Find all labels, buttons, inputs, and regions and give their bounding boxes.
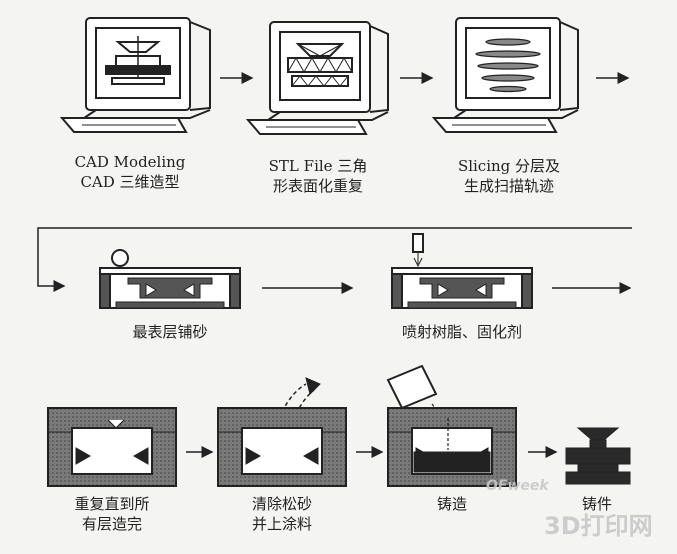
final-part-icon (565, 427, 631, 485)
monitor-stl-icon (245, 21, 389, 135)
mould-complete-icon (47, 407, 177, 487)
watermark-site: 3D打印网 (544, 512, 653, 540)
label-repeat-line1: 重复直到所 (74, 495, 150, 513)
label-cad-modeling: CAD Modeling CAD 三维造型 (60, 152, 200, 192)
label-cad-line1: CAD Modeling (74, 153, 186, 171)
label-stl-line1: STL File 三角 (268, 157, 368, 175)
label-clean-coat: 清除松砂 并上涂料 (222, 494, 342, 534)
label-spray-resin: 喷射树脂、固化剂 (401, 323, 522, 341)
label-sand-layer: 最表层铺砂 (132, 323, 208, 341)
label-stl-line2: 形表面化重复 (272, 177, 363, 195)
label-clean-line1: 清除松砂 (251, 495, 312, 513)
sand-layer-box-icon (99, 249, 241, 309)
label-slicing-line1: Slicing 分层及 (457, 157, 561, 175)
mould-clean-icon (217, 377, 347, 487)
label-final-part: 铸件 (581, 495, 612, 513)
label-repeat-line2: 有层造完 (81, 515, 142, 533)
label-slicing-line2: 生成扫描轨迹 (463, 177, 554, 195)
label-repeat-layers: 重复直到所 有层造完 (52, 494, 172, 534)
monitor-cad-icon (59, 17, 211, 133)
label-stl-file: STL File 三角 形表面化重复 (248, 156, 388, 196)
label-clean-line2: 并上涂料 (251, 515, 312, 533)
casting-icon (386, 364, 517, 487)
label-slicing: Slicing 分层及 生成扫描轨迹 (434, 156, 584, 196)
monitor-slicing-icon (431, 17, 579, 133)
watermark-brand: OFweek (486, 478, 549, 494)
label-casting: 铸造 (436, 495, 467, 513)
label-cad-line2: CAD 三维造型 (80, 173, 180, 191)
arrow-row-connector (37, 227, 632, 292)
spray-box-icon (391, 233, 533, 309)
